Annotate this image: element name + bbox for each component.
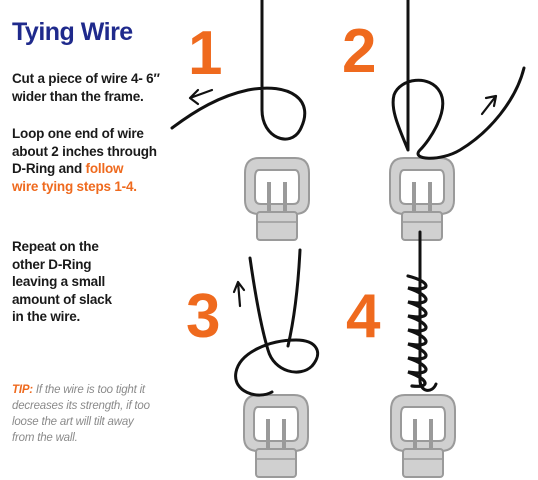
instruction-cut-line-2: wider than the frame. xyxy=(12,88,144,104)
tip-line-3: loose the art will tilt away xyxy=(12,416,134,428)
instruction-repeat-line-4: amount of slack xyxy=(12,291,112,307)
tip-line-1: If the wire is too tight it xyxy=(35,384,145,396)
arrow-step-3 xyxy=(232,280,246,308)
step-4-illustration xyxy=(389,230,457,479)
step-number-1: 1 xyxy=(188,19,222,88)
tip-line-4: from the wall. xyxy=(12,432,78,444)
wire-step-4-coil xyxy=(406,274,428,388)
wire-step-2 xyxy=(391,0,526,160)
instruction-cut-line-1: Cut a piece of wire 4- 6″ xyxy=(12,71,160,86)
step-1-illustration xyxy=(170,0,311,242)
tip-label: TIP: xyxy=(12,384,33,396)
step-3-illustration xyxy=(232,248,319,479)
step-2-illustration xyxy=(388,0,526,242)
step-number-4: 4 xyxy=(346,282,381,351)
instruction-repeat-line-2: other D-Ring xyxy=(12,256,92,272)
instruction-follow-highlight: follow xyxy=(85,161,124,176)
instruction-loop-line-2: about 2 inches through xyxy=(12,143,157,159)
wire-step-3-strand-b xyxy=(286,248,302,348)
d-ring-step-1 xyxy=(243,156,311,242)
instruction-steps-highlight: wire tying steps 1-4. xyxy=(12,178,137,194)
wire-step-1 xyxy=(170,0,307,141)
instruction-loop-wire: Loop one end of wire about 2 inches thro… xyxy=(12,125,157,195)
d-ring-step-4 xyxy=(389,393,457,479)
d-ring-step-2 xyxy=(388,156,456,242)
arrow-step-2 xyxy=(480,94,498,116)
instruction-repeat-line-1: Repeat on the xyxy=(12,239,99,254)
step-number-2: 2 xyxy=(342,17,376,86)
step-number-3: 3 xyxy=(186,282,220,351)
page-title: Tying Wire xyxy=(12,18,133,46)
instruction-cut-wire: Cut a piece of wire 4- 6″ wider than the… xyxy=(12,70,160,105)
instruction-loop-line-3: D-Ring and xyxy=(12,161,86,176)
wire-step-4-strand xyxy=(418,230,438,392)
arrow-step-1 xyxy=(188,88,214,106)
instruction-repeat-line-5: in the wire. xyxy=(12,309,81,324)
wire-step-3-strand-a xyxy=(234,256,319,397)
tip-note: TIP: If the wire is too tight it decreas… xyxy=(12,382,212,446)
instruction-loop-line-1: Loop one end of wire xyxy=(12,126,144,141)
instruction-repeat: Repeat on the other D-Ring leaving a sma… xyxy=(12,238,112,326)
tip-line-2: decreases its strength, if too xyxy=(12,400,150,412)
instruction-repeat-line-3: leaving a small xyxy=(12,274,106,289)
d-ring-step-3 xyxy=(242,393,310,479)
